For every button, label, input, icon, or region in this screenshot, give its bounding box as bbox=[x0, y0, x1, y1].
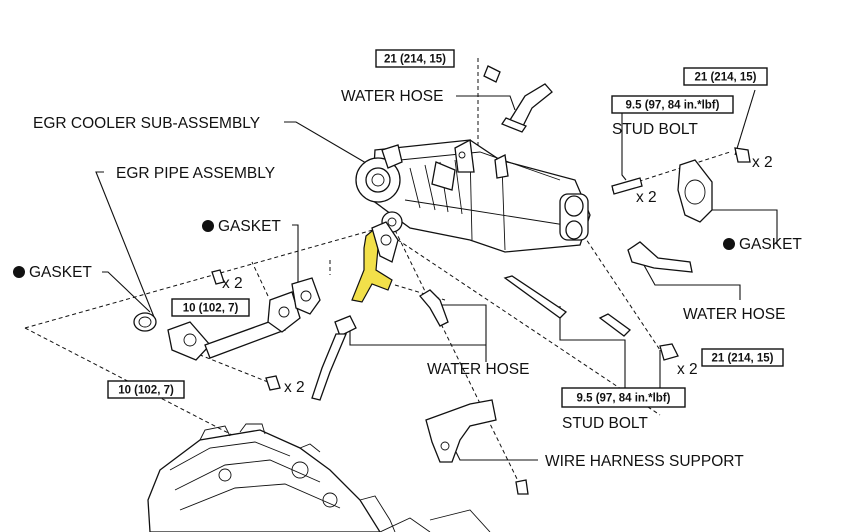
label-gasket-left: GASKET bbox=[29, 264, 92, 281]
fastener-parts bbox=[211, 65, 751, 495]
label-stud-bolt-top: STUD BOLT bbox=[612, 121, 698, 138]
gasket-marker-mid bbox=[202, 220, 214, 232]
torque-spec-top-right: 21 (214, 15) bbox=[683, 67, 768, 86]
torque-spec-stud-top: 9.5 (97, 84 in.*lbf) bbox=[611, 95, 734, 114]
label-gasket-right: GASKET bbox=[739, 236, 802, 253]
label-egr-cooler: EGR COOLER SUB-ASSEMBLY bbox=[33, 115, 260, 132]
egr-pipe-assembly bbox=[167, 291, 301, 361]
leader-lines bbox=[95, 89, 778, 461]
highlighted-water-pipe bbox=[351, 221, 399, 303]
water-hose-parts bbox=[311, 83, 693, 401]
gasket-parts bbox=[133, 159, 713, 332]
torque-spec-right-low: 21 (214, 15) bbox=[701, 348, 784, 367]
egr-cooler-body bbox=[355, 138, 591, 253]
torque-spec-left-mid: 10 (102, 7) bbox=[171, 298, 250, 317]
quantity-nut-right-low: x 2 bbox=[677, 361, 698, 378]
svg-text:10 (102, 7): 10 (102, 7) bbox=[118, 385, 174, 397]
torque-spec-top: 21 (214, 15) bbox=[375, 49, 455, 68]
quantity-stud-top: x 2 bbox=[636, 189, 657, 206]
svg-text:9.5 (97, 84 in.*lbf): 9.5 (97, 84 in.*lbf) bbox=[577, 393, 671, 405]
svg-text:10 (102, 7): 10 (102, 7) bbox=[183, 303, 239, 315]
quantity-bolt-left-mid: x 2 bbox=[222, 275, 243, 292]
label-gasket-mid: GASKET bbox=[218, 218, 281, 235]
quantity-nut-top-right: x 2 bbox=[752, 154, 773, 171]
label-wire-harness-support: WIRE HARNESS SUPPORT bbox=[545, 453, 744, 470]
svg-text:9.5 (97, 84 in.*lbf): 9.5 (97, 84 in.*lbf) bbox=[626, 100, 720, 112]
quantity-bolt-left-low: x 2 bbox=[284, 379, 305, 396]
engine-block bbox=[147, 423, 491, 532]
svg-text:21 (214, 15): 21 (214, 15) bbox=[694, 72, 756, 84]
label-water-hose-right: WATER HOSE bbox=[683, 306, 785, 323]
torque-spec-left-low: 10 (102, 7) bbox=[107, 380, 185, 399]
svg-text:21 (214, 15): 21 (214, 15) bbox=[711, 353, 773, 365]
svg-text:21 (214, 15): 21 (214, 15) bbox=[384, 54, 446, 66]
label-water-hose-top: WATER HOSE bbox=[341, 88, 443, 105]
gasket-marker-left bbox=[13, 266, 25, 278]
label-egr-pipe: EGR PIPE ASSEMBLY bbox=[116, 165, 275, 182]
torque-spec-stud-bottom: 9.5 (97, 84 in.*lbf) bbox=[561, 387, 686, 408]
gasket-marker-right bbox=[723, 238, 735, 250]
label-water-hose-mid: WATER HOSE bbox=[427, 361, 529, 378]
wire-harness-support-part bbox=[425, 399, 497, 463]
label-stud-bolt-bottom: STUD BOLT bbox=[562, 415, 648, 432]
